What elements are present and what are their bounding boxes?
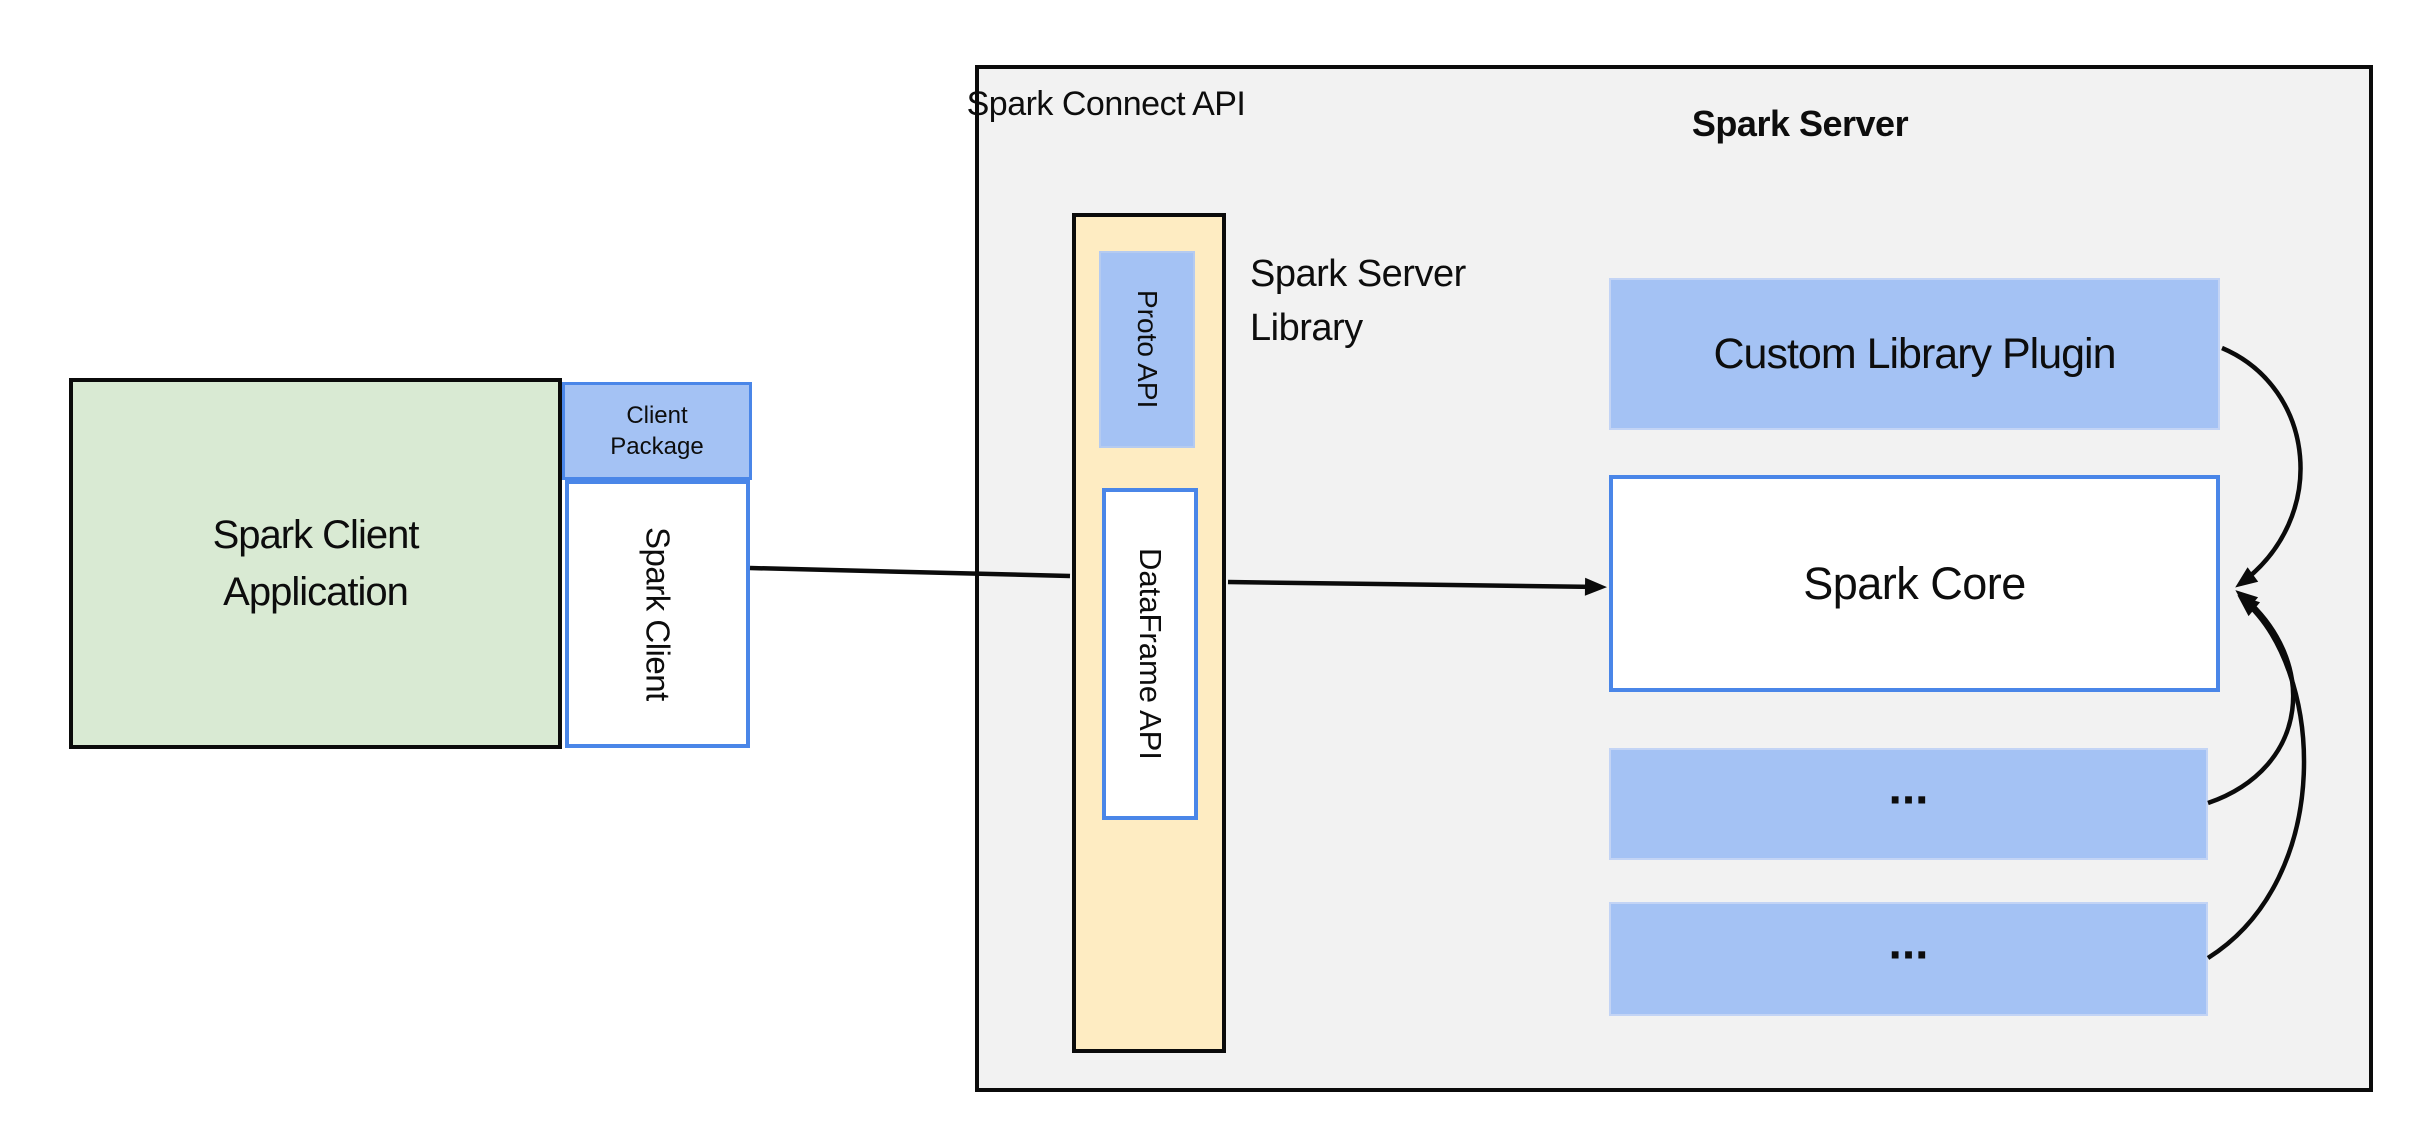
spark-client-application-box: Spark Client Application (69, 378, 562, 749)
custom-library-plugin-box: Custom Library Plugin (1609, 278, 2220, 430)
proto-api-box: Proto API (1099, 251, 1195, 448)
custom-library-plugin-label: Custom Library Plugin (1713, 329, 2116, 378)
spark-client-box: Spark Client (565, 480, 750, 748)
client-package-label: Client Package (610, 401, 704, 460)
dataframe-api-label: DataFrame API (1133, 548, 1168, 760)
ellipsis-label-2: ... (1888, 916, 1929, 969)
additional-plugin-box-1: ... (1609, 748, 2208, 860)
client-package-box: Client Package (562, 382, 752, 480)
spark-connect-api-label: Spark Connect API (966, 85, 1246, 123)
spark-client-application-label: Spark Client Application (212, 512, 420, 614)
spark-core-box: Spark Core (1609, 475, 2220, 692)
additional-plugin-box-2: ... (1609, 902, 2208, 1016)
spark-server-library-label: Spark Server Library (1250, 253, 1466, 349)
proto-api-label: Proto API (1132, 290, 1163, 409)
ellipsis-label-1: ... (1888, 761, 1929, 814)
spark-core-label: Spark Core (1803, 557, 2026, 609)
spark-client-label: Spark Client (639, 527, 677, 701)
dataframe-api-box: DataFrame API (1102, 488, 1198, 820)
spark-server-title: Spark Server (1691, 103, 1909, 144)
